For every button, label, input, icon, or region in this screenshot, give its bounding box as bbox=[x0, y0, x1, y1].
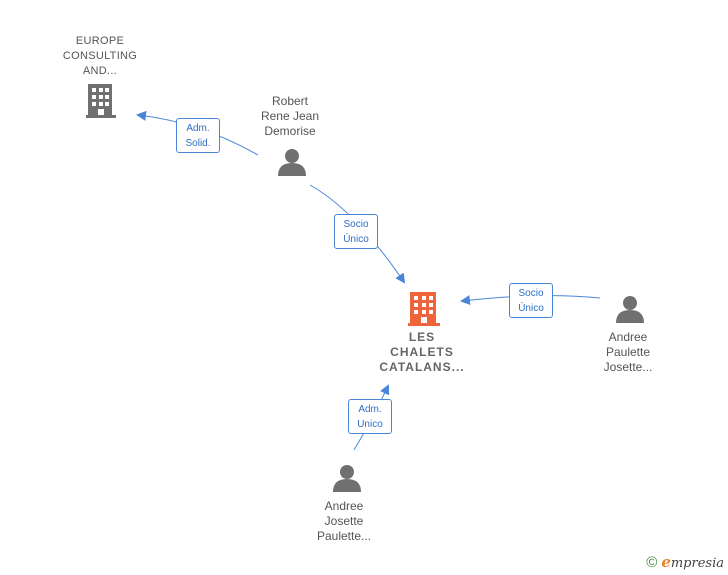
brand-initial: e bbox=[661, 553, 671, 571]
label-line: Paulette bbox=[605, 345, 651, 359]
edge-label-socio-unico[interactable]: Socio Único bbox=[334, 214, 378, 249]
edge-label-line: Único bbox=[343, 234, 369, 245]
person-icon[interactable] bbox=[616, 296, 644, 323]
label-line: Rene Jean bbox=[260, 109, 320, 123]
edge-label-line: Unico bbox=[357, 419, 383, 430]
label-line: AND... bbox=[82, 65, 118, 77]
label-line: CHALETS bbox=[390, 345, 454, 359]
footer-brand: © empresia bbox=[646, 553, 724, 571]
edge-label-line: Socio bbox=[343, 219, 369, 230]
label-line: Robert bbox=[271, 94, 309, 108]
brand-logo[interactable]: empresia bbox=[661, 553, 724, 571]
label-line: LES bbox=[408, 330, 436, 344]
edge-label-adm-unico[interactable]: Adm. Unico bbox=[348, 399, 392, 434]
label-line: CATALANS... bbox=[379, 360, 465, 374]
label-line: CONSULTING bbox=[62, 50, 138, 62]
edge-label-line: Único bbox=[518, 303, 544, 314]
edge-label-line: Adm. bbox=[186, 123, 210, 134]
label-line: Andree bbox=[608, 330, 648, 344]
building-icon[interactable] bbox=[86, 84, 116, 118]
edge-label-line: Socio bbox=[518, 288, 544, 299]
label-line: EUROPE bbox=[75, 35, 125, 47]
node-label-andree-bottom[interactable]: Andree Josette Paulette... bbox=[304, 499, 384, 544]
label-line: Josette... bbox=[603, 360, 653, 374]
edge-label-adm-solid[interactable]: Adm. Solid. bbox=[176, 118, 220, 153]
edge-label-line: Adm. bbox=[358, 404, 382, 415]
label-line: Demorise bbox=[264, 124, 316, 138]
label-line: Paulette... bbox=[316, 529, 372, 543]
node-label-robert[interactable]: Robert Rene Jean Demorise bbox=[240, 94, 340, 139]
node-label-europe[interactable]: EUROPE CONSULTING AND... bbox=[50, 34, 150, 79]
label-line: Andree bbox=[324, 499, 364, 513]
label-line: Josette bbox=[324, 514, 364, 528]
building-icon[interactable] bbox=[408, 292, 440, 326]
edge-label-line: Solid. bbox=[185, 138, 211, 149]
brand-name: mpresia bbox=[670, 556, 724, 571]
copyright-icon: © bbox=[646, 553, 658, 571]
edge-label-socio-unico[interactable]: Socio Único bbox=[509, 283, 553, 318]
node-label-andree-right[interactable]: Andree Paulette Josette... bbox=[588, 330, 668, 375]
person-icon[interactable] bbox=[278, 149, 306, 176]
person-icon[interactable] bbox=[333, 465, 361, 492]
node-label-chalets[interactable]: LES CHALETS CATALANS... bbox=[370, 330, 474, 375]
